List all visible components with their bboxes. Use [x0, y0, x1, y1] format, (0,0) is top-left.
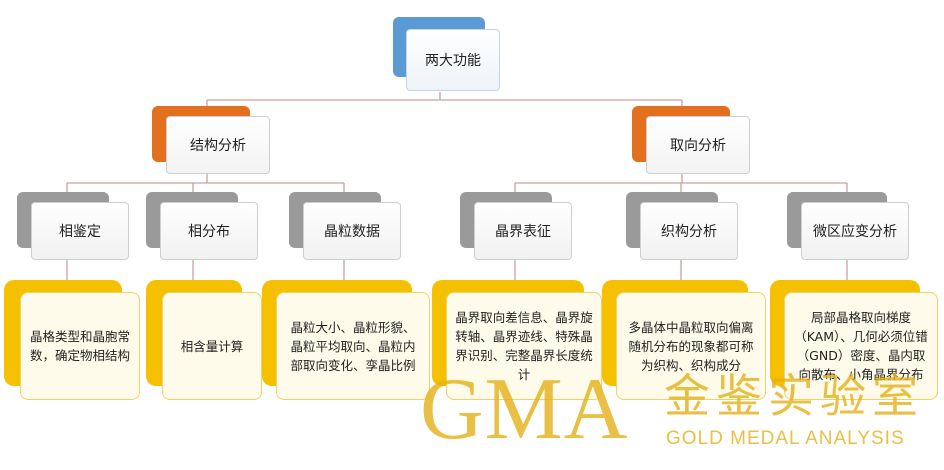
detail-text: 晶粒大小、晶粒形貌、晶粒平均取向、晶粒内部取向变化、孪晶比例 — [276, 292, 430, 400]
detail-micro-strain: 局部晶格取向梯度（KAM）、几何必须位错（GND）密度、晶内取向散布、小角晶界分… — [770, 280, 940, 402]
branch-structure-analysis: 结构分析 — [152, 106, 272, 176]
root-node: 两大功能 — [393, 17, 503, 95]
detail-grain-boundary: 晶界取向差信息、晶界旋转轴、晶界迹线、特殊晶界识别、完整晶界长度统计 — [432, 280, 604, 402]
detail-text: 多晶体中晶粒取向偏离随机分布的现象都可称为织构、织构成分 — [616, 292, 766, 400]
detail-text: 晶格类型和晶胞常数，确定物相结构 — [20, 292, 140, 400]
connector-group — [66, 92, 848, 285]
connector-orientation-categories — [514, 170, 848, 196]
category-micro-strain: 微区应变分析 — [787, 192, 911, 260]
detail-phase-distribution: 相含量计算 — [146, 280, 264, 402]
branch-orientation-label: 取向分析 — [646, 116, 750, 174]
category-grain-boundary: 晶界表征 — [460, 192, 574, 260]
connector-details — [66, 256, 848, 285]
detail-grain-data: 晶粒大小、晶粒形貌、晶粒平均取向、晶粒内部取向变化、孪晶比例 — [262, 280, 432, 402]
category-label: 织构分析 — [640, 202, 738, 260]
branch-structure-label: 结构分析 — [166, 116, 270, 174]
detail-phase-identification: 晶格类型和晶胞常数，确定物相结构 — [4, 280, 142, 402]
detail-text: 局部晶格取向梯度（KAM）、几何必须位错（GND）密度、晶内取向散布、小角晶界分… — [784, 292, 938, 400]
category-texture-analysis: 织构分析 — [626, 192, 740, 260]
branch-orientation-analysis: 取向分析 — [632, 106, 752, 176]
root-label: 两大功能 — [406, 29, 500, 91]
category-label: 相分布 — [160, 202, 258, 260]
category-label: 相鉴定 — [31, 202, 129, 260]
connector-root-branches — [206, 92, 683, 116]
category-label: 晶界表征 — [474, 202, 572, 260]
connector-structure-categories — [66, 170, 345, 196]
detail-text: 相含量计算 — [162, 292, 262, 400]
category-phase-identification: 相鉴定 — [17, 192, 131, 260]
category-label: 晶粒数据 — [303, 202, 401, 260]
category-phase-distribution: 相分布 — [146, 192, 260, 260]
detail-texture-analysis: 多晶体中晶粒取向偏离随机分布的现象都可称为织构、织构成分 — [602, 280, 768, 402]
category-label: 微区应变分析 — [801, 202, 909, 260]
detail-text: 晶界取向差信息、晶界旋转轴、晶界迹线、特殊晶界识别、完整晶界长度统计 — [446, 292, 602, 400]
category-grain-data: 晶粒数据 — [289, 192, 403, 260]
